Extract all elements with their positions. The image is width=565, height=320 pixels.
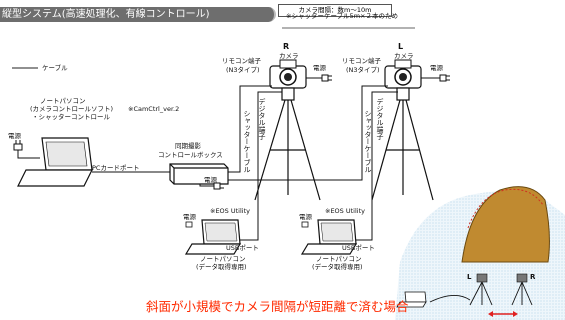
camera-l-name: カメラ (394, 52, 414, 60)
left-usb-label: USBポート (226, 244, 259, 252)
camera-r-name: カメラ (279, 52, 299, 60)
right-power-label: 電源 (299, 213, 312, 221)
left-notebook-line1: ノートパソコン (200, 255, 246, 263)
power-plug-r (306, 74, 332, 82)
shutter-cable-note: ※シャッターケーブル5m×２本のため (286, 12, 398, 20)
tripod-r (254, 87, 321, 201)
camera-r-remote-type: (N3タイプ) (226, 66, 260, 74)
main-power-label: 電源 (8, 132, 21, 140)
camera-r-letter: R (283, 42, 290, 51)
main-plug-icon (13, 140, 23, 151)
camera-r-remote: リモコン端子 (222, 57, 261, 65)
tripod-l (371, 87, 434, 201)
right-utility-note: ※EOS Utility (325, 207, 365, 215)
inset-right-cam-label: R (530, 273, 536, 281)
sync-box (169, 163, 229, 185)
camera-l-remote-type: (N3タイプ) (346, 66, 380, 74)
right-notebook-line2: (データ取得専用) (312, 263, 363, 271)
sync-box-line2: コントロールボックス (158, 151, 223, 159)
camera-l-remote: リモコン端子 (342, 57, 381, 65)
left-utility-note: ※EOS Utility (210, 207, 250, 215)
notebook-main (17, 137, 93, 187)
sync-plug-icon (213, 182, 224, 190)
left-notebook-line2: (データ取得専用) (196, 263, 247, 271)
sync-box-line1: 同期撮影 (175, 142, 201, 150)
inset-scene (395, 186, 565, 320)
camera-r-digital-label: デジタル端子 (258, 98, 266, 140)
notebook-right (300, 219, 358, 255)
page-title: 縦型システム(高速処理化、有線コントロール) (0, 7, 276, 22)
notebook-left (184, 219, 242, 255)
main-notebook-line2: (カメラコントロールソフト) (30, 105, 114, 113)
right-notebook-line1: ノートパソコン (316, 255, 362, 263)
right-usb-label: USBポート (342, 244, 375, 252)
camera-l-letter: L (398, 42, 404, 51)
inset-left-cam-label: L (467, 273, 472, 281)
legend-cable-label: ケーブル (42, 64, 68, 72)
bottom-caption: 斜面が小規模でカメラ間隔が短距離で済む場合 (146, 299, 409, 314)
camera-r-power: 電源 (313, 64, 326, 72)
camera-l-digital-label: デジタル端子 (376, 98, 384, 140)
camera-spacing-label: カメラ間隔：数m～10m (278, 4, 392, 17)
cables (17, 85, 398, 241)
camera-r-shutter-label: シャッターケーブル (243, 110, 251, 173)
camera-l-shutter-label: シャッターケーブル (364, 110, 372, 173)
power-plug-l (421, 74, 450, 82)
main-notebook-line1: ノートパソコン (40, 97, 86, 105)
main-notebook-line3: ・シャッターコントロール (32, 113, 110, 121)
camera-r (269, 59, 307, 89)
left-power-label: 電源 (183, 213, 196, 221)
software-note: ※CamCtrl_ver.2 (128, 105, 180, 113)
pc-card-label: PCカードポート (92, 164, 140, 172)
camera-l (384, 59, 422, 89)
camera-l-power: 電源 (430, 64, 443, 72)
sync-box-power: 電源 (204, 176, 217, 184)
